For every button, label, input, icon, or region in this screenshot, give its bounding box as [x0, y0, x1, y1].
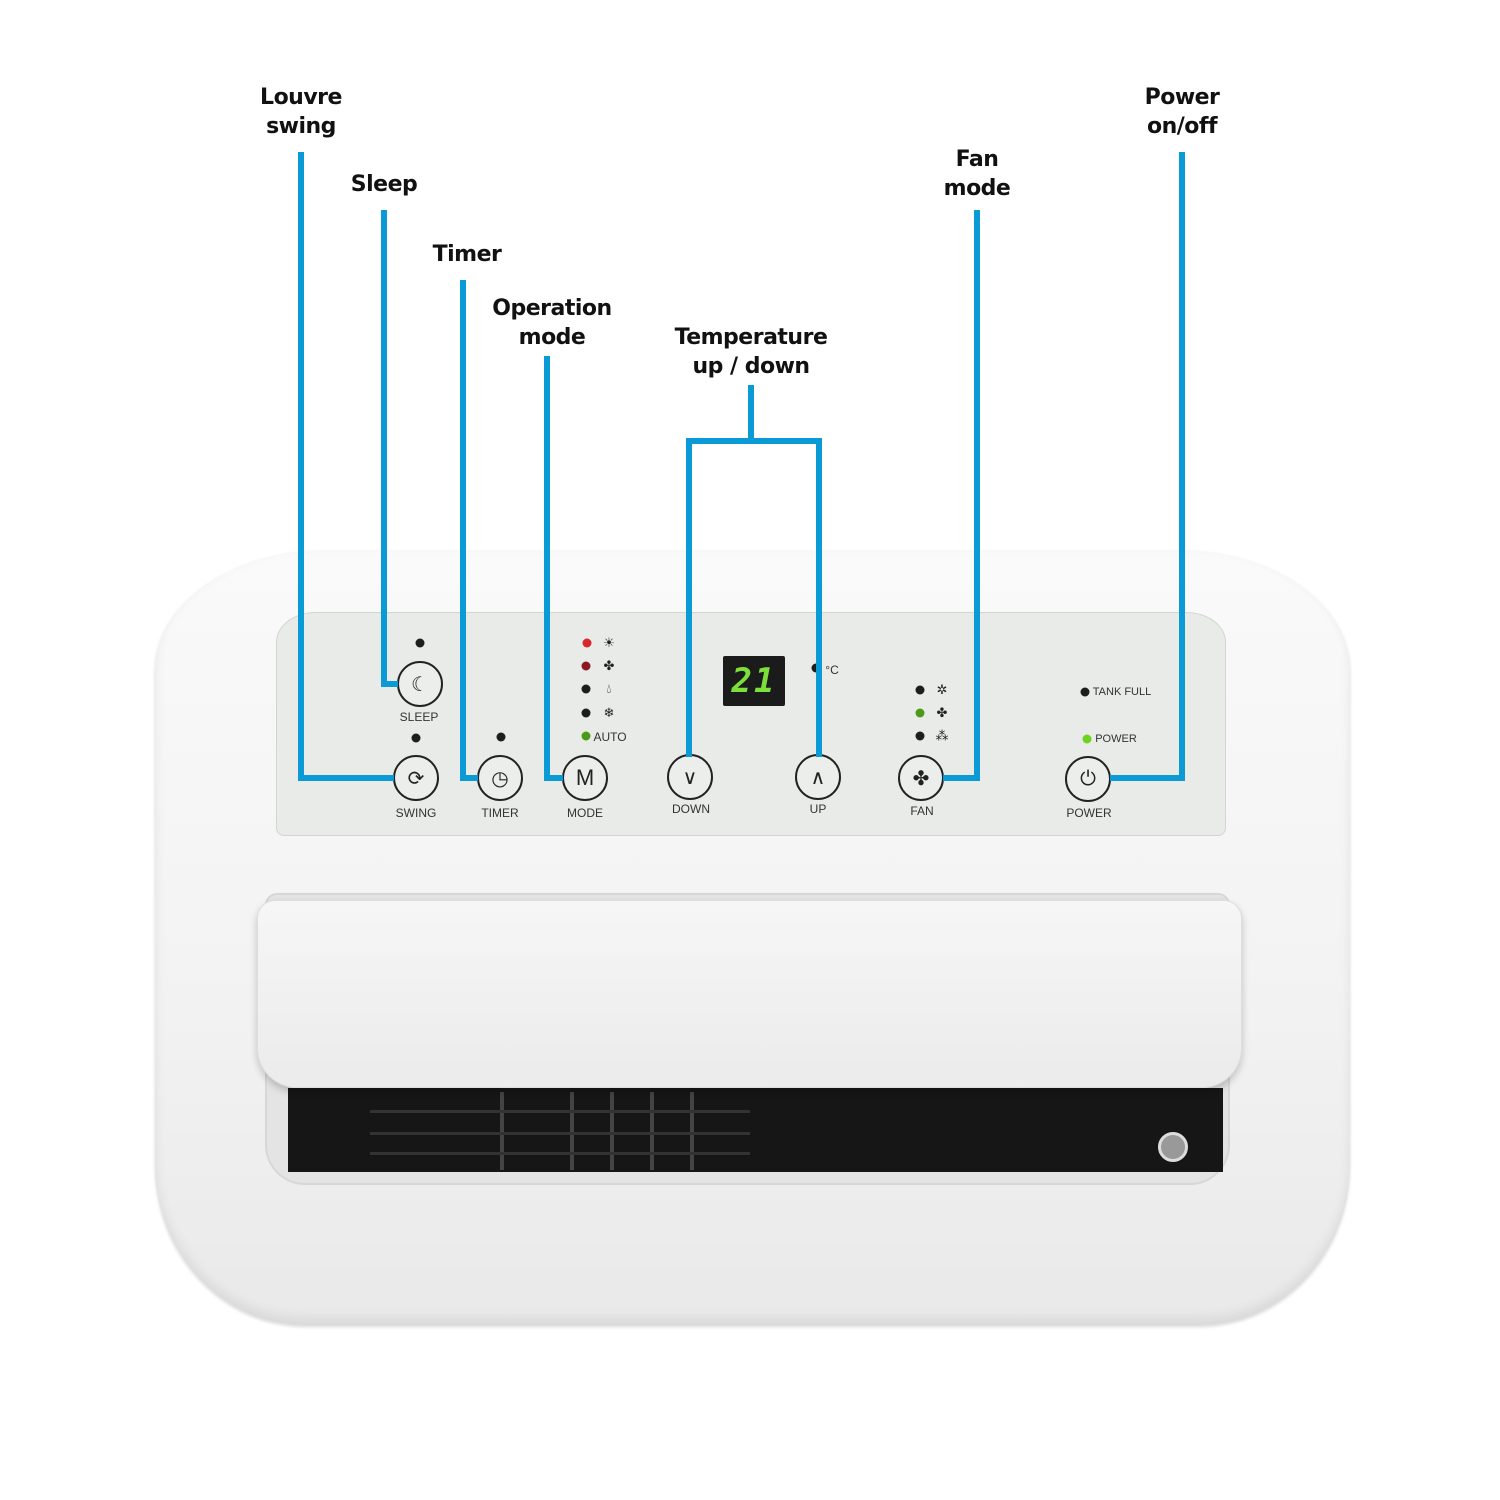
callout-text: swing: [266, 114, 336, 139]
swing-callout-line: [298, 152, 394, 781]
timer-led: [496, 732, 506, 742]
temperature-up-button[interactable]: ∧: [795, 754, 841, 800]
dry-mode-led: [581, 684, 591, 694]
swing-led: [411, 733, 421, 743]
callout-text: Power: [1144, 85, 1220, 110]
down-caption: DOWN: [672, 802, 710, 816]
swing-caption: SWING: [395, 806, 437, 820]
rotate-arrows-icon: ⟳: [407, 767, 425, 790]
mode-callout-line: [544, 356, 563, 781]
swing-callout-label: Louvre swing: [260, 83, 342, 141]
grille-bar: [370, 1110, 750, 1113]
grille-slat: [610, 1092, 614, 1170]
tank-full-label: TANK FULL: [1092, 686, 1152, 698]
callout-text: Sleep: [350, 172, 418, 197]
screw: [1158, 1132, 1188, 1162]
mode-glyph: M: [575, 765, 595, 790]
fan-caption: FAN: [910, 804, 934, 818]
clock-icon: ◷: [491, 767, 509, 790]
callout-text: Timer: [432, 242, 502, 267]
fan-medium-led: [915, 708, 925, 718]
grille-bar: [370, 1152, 750, 1155]
mode-caption: MODE: [567, 806, 603, 820]
chevron-down-icon: ∨: [682, 766, 698, 789]
grille-slat: [650, 1092, 654, 1170]
auto-mode-led: [581, 731, 591, 741]
tank-full-led: [1080, 687, 1090, 697]
power-led: [1082, 734, 1092, 744]
fan-button[interactable]: ✤: [898, 755, 944, 801]
celsius-unit: °C: [825, 663, 839, 677]
power-icon: ⏻: [1080, 767, 1096, 790]
sleep-callout-label: Sleep: [350, 170, 418, 199]
sleep-callout-line: [381, 210, 398, 687]
power-callout-label: Power on/off: [1145, 83, 1220, 141]
snowflake-icon: ❄: [603, 705, 615, 720]
callout-text: on/off: [1146, 114, 1218, 139]
power-caption: POWER: [1066, 806, 1112, 820]
mode-button[interactable]: M: [562, 755, 608, 801]
callout-text: up / down: [692, 354, 810, 379]
moon-icon: ☾: [411, 673, 429, 696]
fan-icon: ✤: [912, 767, 930, 790]
fan-low-icon: ⁂: [935, 728, 949, 743]
outlet-grille: [288, 1088, 1223, 1172]
sun-icon: ☀: [603, 635, 615, 650]
water-drop-icon: 💧︎: [606, 681, 612, 696]
mode-callout-label: Operation mode: [492, 294, 612, 352]
fan-callout-label: Fan mode: [944, 145, 1011, 203]
temperature-display: 21: [723, 656, 785, 706]
fan-high-led: [915, 685, 925, 695]
timer-button[interactable]: ◷: [477, 755, 523, 801]
temperature-down-button[interactable]: ∨: [667, 754, 713, 800]
fan-icon: ✤: [603, 658, 615, 673]
callout-text: Fan: [955, 147, 999, 172]
swing-button[interactable]: ⟳: [393, 755, 439, 801]
fan-low-led: [915, 731, 925, 741]
fan-high-icon: ✲: [936, 682, 948, 697]
timer-callout-line: [460, 280, 478, 781]
cool-mode-led: [581, 708, 591, 718]
fan-callout-line: [943, 210, 980, 781]
control-panel: [276, 612, 1226, 836]
fan-mode-led: [581, 661, 591, 671]
power-callout-line: [1110, 152, 1185, 781]
grille-slat: [690, 1092, 694, 1170]
callout-text: mode: [518, 325, 586, 350]
temperature-callout-label: Temperature up / down: [675, 323, 828, 381]
temperature-down-callout-line: [686, 438, 822, 757]
up-caption: UP: [809, 802, 827, 816]
sleep-led: [415, 638, 425, 648]
fan-medium-icon: ✤: [936, 705, 948, 720]
sleep-caption: SLEEP: [399, 710, 439, 724]
grille-slat: [570, 1092, 574, 1170]
auto-label: AUTO: [593, 730, 627, 744]
timer-caption: TIMER: [481, 806, 519, 820]
chevron-up-icon: ∧: [810, 766, 826, 789]
timer-callout-label: Timer: [433, 240, 502, 269]
grille-slat: [500, 1092, 504, 1170]
callout-text: mode: [943, 176, 1011, 201]
louvre-flap[interactable]: [257, 900, 1242, 1088]
callout-text: Louvre: [260, 85, 342, 110]
callout-text: Operation: [492, 296, 612, 321]
heat-mode-led: [582, 638, 592, 648]
callout-text: Temperature: [674, 325, 828, 350]
power-status-label: POWER: [1095, 733, 1137, 745]
grille-bar: [370, 1132, 750, 1135]
